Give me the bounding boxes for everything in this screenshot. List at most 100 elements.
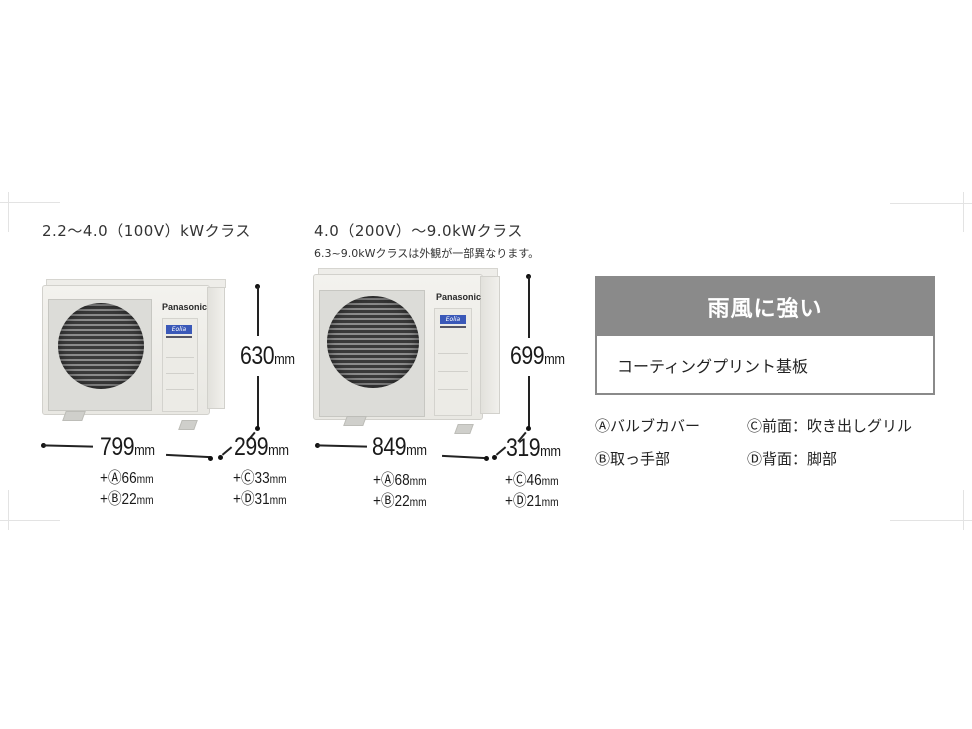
extra-value: 22: [394, 493, 410, 510]
right-depth-value: 319: [506, 434, 541, 462]
legend-mark: Ⓐ: [595, 417, 611, 435]
right-height-value: 699: [510, 342, 545, 370]
extra-unit: mm: [409, 495, 427, 509]
right-depth-dot-a: [492, 455, 497, 460]
legend-mark: Ⓒ: [747, 417, 763, 435]
extra-value: 21: [526, 493, 542, 510]
crop-mark-top-right-h: [890, 203, 972, 204]
left-height-label: 630mm: [240, 342, 295, 371]
legend-item-a: Ⓐバルブカバー: [595, 415, 700, 436]
legend-item-d: Ⓓ背面：脚部: [747, 448, 837, 469]
right-width-extra-a: +Ⓐ68mm: [373, 466, 427, 490]
legend-text: 背面：脚部: [762, 450, 838, 468]
extra-prefix: +Ⓐ: [100, 470, 122, 487]
left-width-line-right: [165, 453, 211, 459]
left-width-label: 799mm: [100, 433, 155, 462]
left-width-extra-b: +Ⓑ22mm: [100, 485, 154, 509]
right-badge-subline: [440, 326, 466, 328]
extra-value: 33: [254, 470, 270, 487]
left-depth-extra-c: +Ⓒ33mm: [233, 464, 287, 488]
right-depth-unit: mm: [540, 443, 561, 460]
feature-box: 雨風に強い コーティングプリント基板: [595, 276, 935, 395]
left-eolia-badge: Eolia: [166, 325, 192, 334]
right-height-unit: mm: [544, 351, 565, 368]
left-unit-top: [46, 279, 226, 288]
feature-body: コーティングプリント基板: [617, 356, 809, 376]
extra-unit: mm: [136, 472, 154, 486]
right-unit-foot-right: [454, 424, 474, 434]
extra-value: 22: [121, 491, 137, 508]
extra-prefix: +Ⓓ: [233, 491, 255, 508]
left-fan-icon: [58, 303, 144, 389]
left-brand-logo: Panasonic: [162, 302, 208, 312]
left-depth-label: 299mm: [234, 433, 289, 462]
crop-mark-bottom-right-v: [963, 490, 964, 530]
left-unit-side: [207, 287, 225, 409]
left-height-line-bottom: [257, 376, 259, 428]
crop-mark-bottom-left-h: [0, 520, 60, 521]
left-class-title: 2.2～4.0（100V）kWクラス: [42, 222, 251, 240]
right-width-unit: mm: [406, 442, 427, 459]
crop-mark-top-right-v: [963, 192, 964, 232]
right-height-bottom-dot: [526, 426, 531, 431]
right-class-title: 4.0（200V）～9.0kWクラス: [314, 222, 523, 240]
left-depth-dot-a: [218, 455, 223, 460]
legend-mark: Ⓓ: [747, 450, 763, 468]
right-width-value: 849: [372, 433, 407, 461]
right-width-right-dot: [484, 456, 489, 461]
left-height-line-top: [257, 286, 259, 336]
feature-heading: 雨風に強い: [597, 278, 933, 336]
left-depth-extra-d: +Ⓓ31mm: [233, 485, 287, 509]
crop-mark-top-left-h: [0, 202, 60, 203]
extra-prefix: +Ⓒ: [505, 472, 527, 489]
extra-prefix: +Ⓑ: [100, 491, 122, 508]
extra-prefix: +Ⓐ: [373, 472, 395, 489]
legend-item-c: Ⓒ前面：吹き出しグリル: [747, 415, 912, 436]
right-height-line-top: [528, 276, 530, 338]
left-depth-line: [221, 446, 233, 456]
right-width-line-left: [316, 444, 368, 448]
right-width-label: 849mm: [372, 433, 427, 462]
extra-value: 46: [526, 472, 542, 489]
extra-value: 31: [254, 491, 270, 508]
legend-text: 取っ手部: [610, 450, 671, 468]
left-width-unit: mm: [134, 442, 155, 459]
left-width-line-left: [42, 444, 94, 448]
left-unit-foot-left: [62, 411, 86, 421]
left-unit-foot-right: [178, 420, 198, 430]
right-depth-label: 319mm: [506, 434, 561, 463]
left-height-unit: mm: [274, 351, 295, 368]
left-height-bottom-dot: [255, 426, 260, 431]
crop-mark-top-left-v: [8, 192, 9, 232]
legend-text: バルブカバー: [610, 417, 701, 435]
extra-value: 68: [394, 472, 410, 489]
extra-unit: mm: [269, 472, 287, 486]
left-depth-value: 299: [234, 433, 269, 461]
right-depth-extra-d: +Ⓓ21mm: [505, 487, 559, 511]
right-eolia-badge: Eolia: [440, 315, 466, 324]
right-fan-icon: [327, 296, 419, 388]
left-width-value: 799: [100, 433, 135, 461]
right-depth-line: [495, 446, 507, 456]
left-depth-unit: mm: [268, 442, 289, 459]
right-class-note: 6.3~9.0kWクラスは外観が一部異なります。: [314, 247, 540, 260]
legend-item-b: Ⓑ取っ手部: [595, 448, 670, 469]
right-unit-panel: [434, 308, 472, 416]
right-height-line-bottom: [528, 376, 530, 428]
extra-unit: mm: [269, 493, 287, 507]
right-depth-extra-c: +Ⓒ46mm: [505, 466, 559, 490]
extra-prefix: +Ⓒ: [233, 470, 255, 487]
extra-unit: mm: [541, 474, 559, 488]
extra-prefix: +Ⓓ: [505, 493, 527, 510]
extra-value: 66: [121, 470, 137, 487]
extra-prefix: +Ⓑ: [373, 493, 395, 510]
right-width-extra-b: +Ⓑ22mm: [373, 487, 427, 511]
right-unit-foot-left: [343, 416, 367, 426]
right-width-line-right: [441, 454, 487, 460]
legend-text: 前面：吹き出しグリル: [762, 417, 913, 435]
crop-mark-bottom-right-h: [890, 520, 972, 521]
right-height-label: 699mm: [510, 342, 565, 371]
legend-mark: Ⓑ: [595, 450, 611, 468]
left-badge-subline: [166, 336, 192, 338]
left-width-extra-a: +Ⓐ66mm: [100, 464, 154, 488]
